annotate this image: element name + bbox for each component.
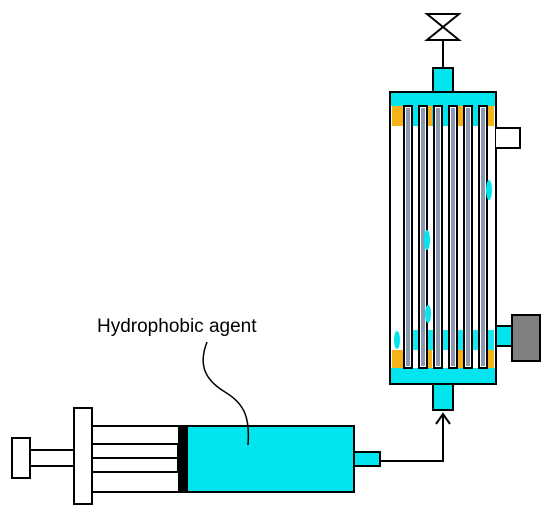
droplet [394, 331, 400, 349]
syringe [11, 407, 381, 505]
fiber-lumen [481, 108, 485, 366]
seal-bottom-left [392, 350, 404, 368]
droplet [486, 180, 492, 200]
connecting-tube [380, 412, 451, 462]
fiber-lumen [406, 108, 410, 366]
fiber-lumen [451, 108, 455, 366]
syringe-plunger-stopper [178, 426, 188, 492]
seal-top-mid2 [454, 106, 464, 126]
module-top-side-port [496, 127, 521, 149]
valve-icon [424, 13, 462, 29]
syringe-thumb-press [11, 437, 31, 479]
fiber-lumen [466, 108, 470, 366]
module-top-nozzle [432, 67, 454, 93]
outlet-valve [424, 13, 462, 68]
module-bottom-nozzle [432, 381, 454, 411]
seal-top-left [392, 106, 404, 126]
hollow-fibers [403, 105, 488, 369]
hollow-fiber-membrane-module [389, 67, 541, 411]
seal-bottom-mid2 [454, 350, 464, 368]
module-bottom-side-port [495, 325, 513, 347]
fiber-lumen [436, 108, 440, 366]
hydrophobic-agent-label: Hydrophobic agent [97, 316, 257, 337]
fiber-lumen [421, 108, 425, 366]
syringe-rod-neck [29, 449, 75, 467]
module-top-header [390, 92, 496, 106]
droplet [425, 305, 431, 323]
module-bottom-header [390, 368, 496, 384]
tube-arrow-icon [435, 412, 451, 425]
side-port-cap [511, 314, 541, 362]
label-leader-line [202, 341, 250, 446]
syringe-liquid [185, 425, 355, 493]
syringe-nozzle [353, 451, 381, 467]
syringe-finger-flange [73, 407, 93, 505]
droplet [424, 230, 430, 250]
